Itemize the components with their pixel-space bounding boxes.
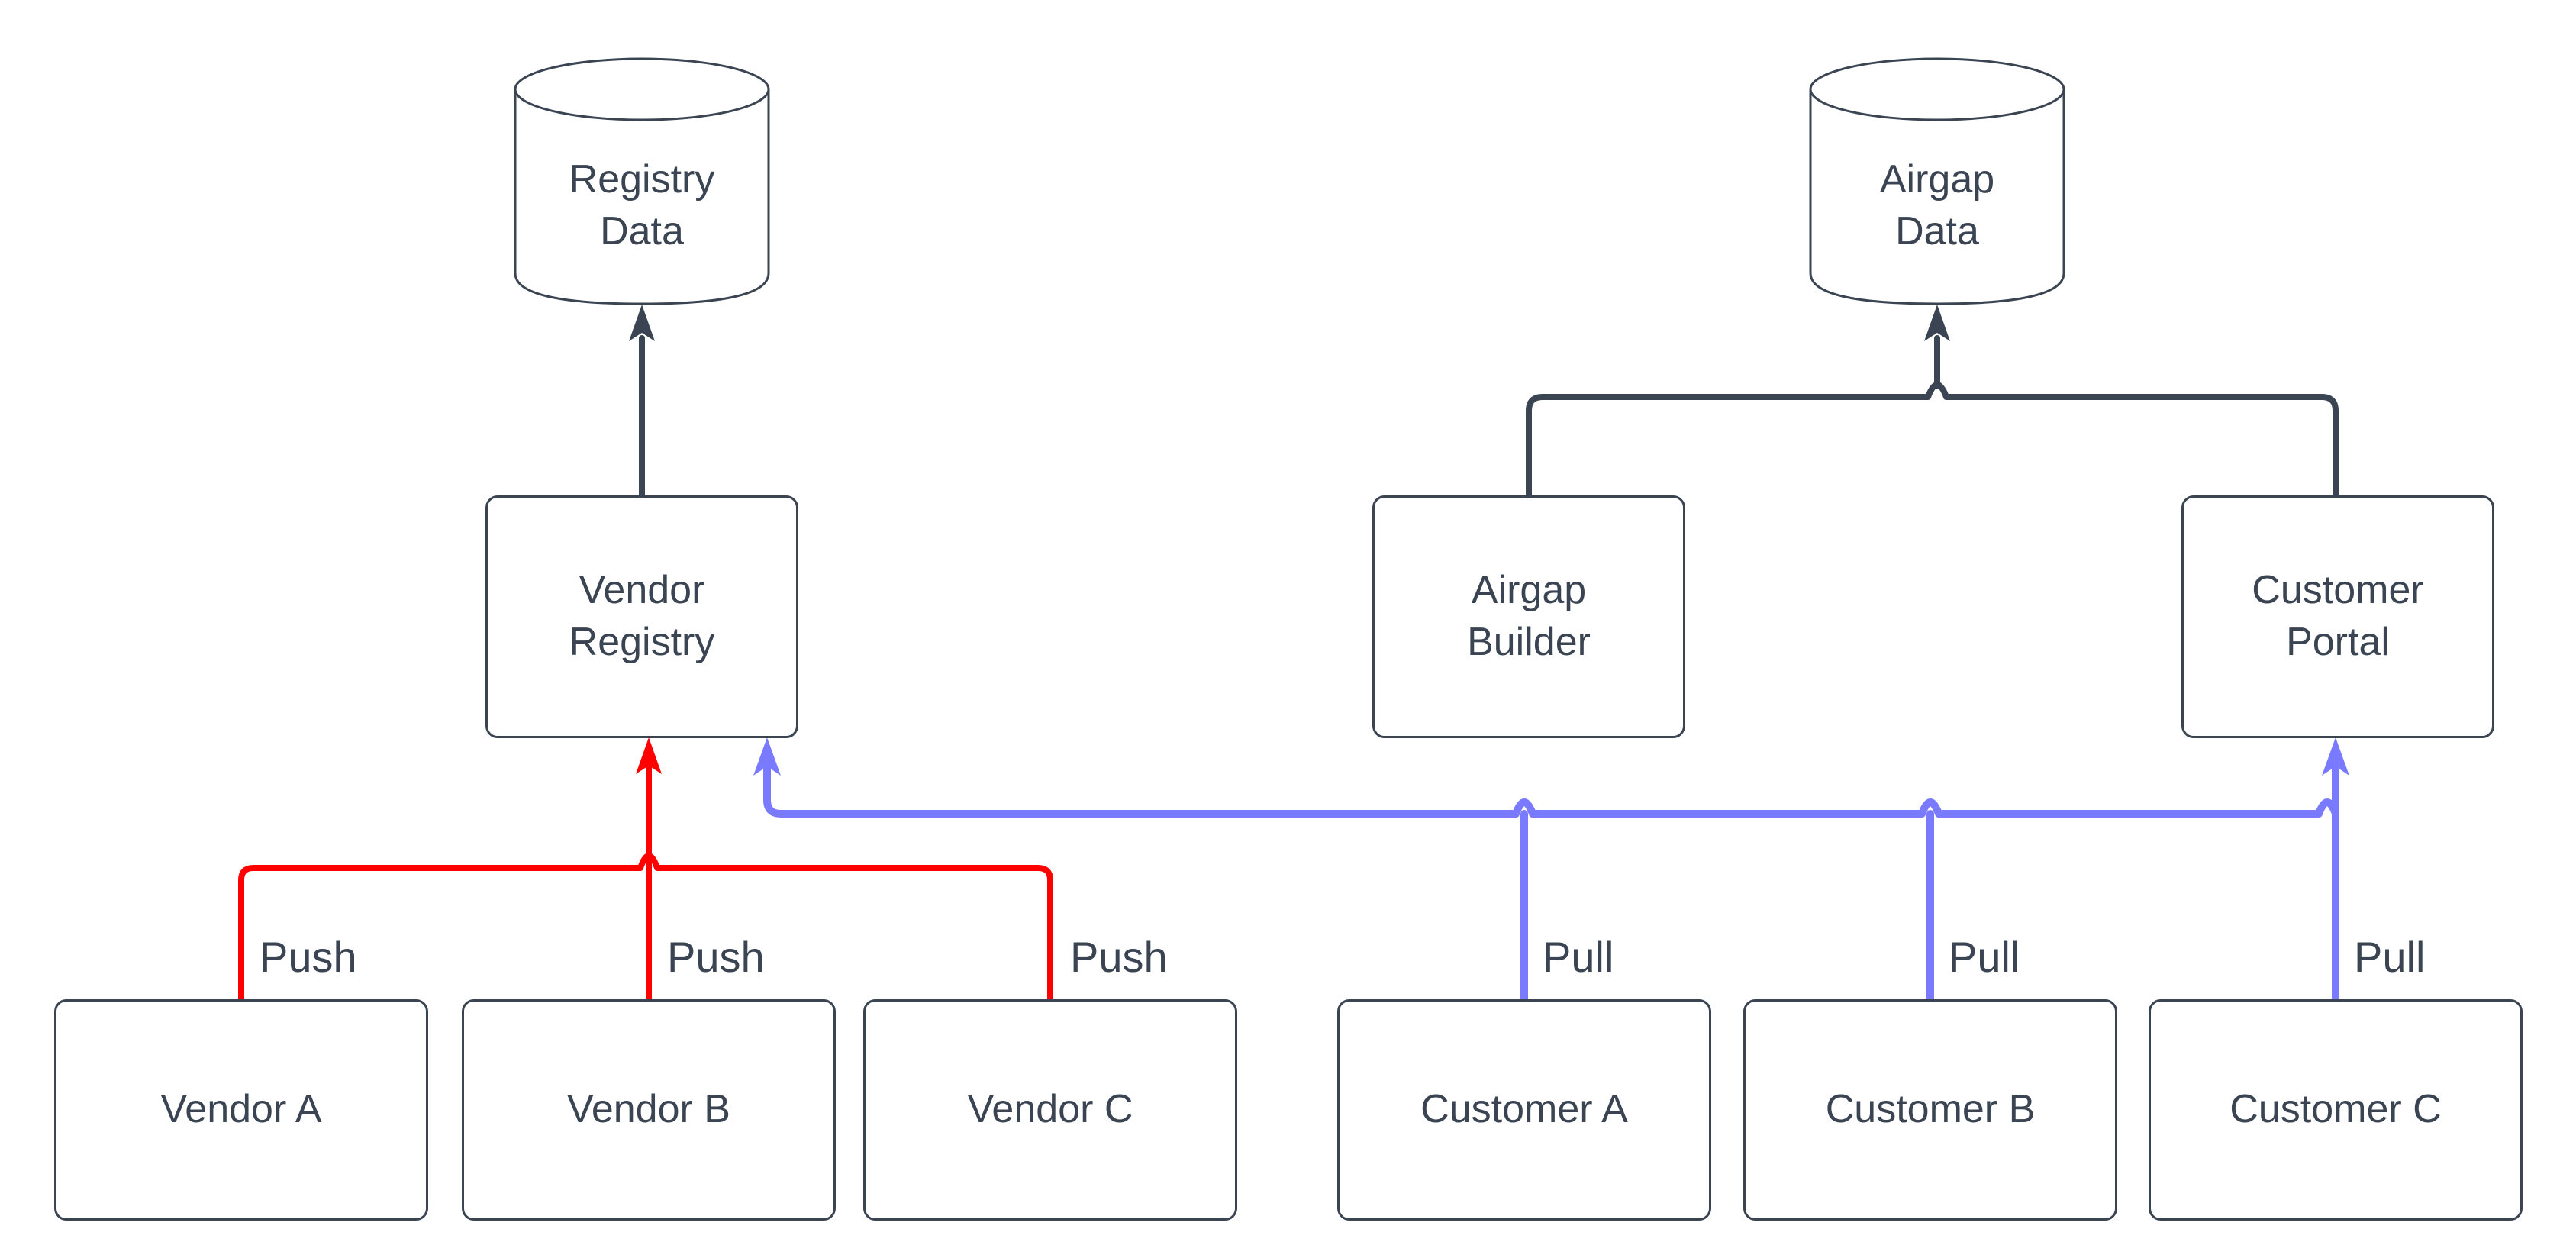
arrowhead-push-vendor-registry [636, 737, 662, 774]
edge-label-pull-a: Pull [1543, 933, 1614, 981]
node-customer-a: Customer A [1337, 999, 1711, 1221]
node-vendor-registry: Vendor Registry [485, 495, 798, 738]
vendor-a-label: Vendor A [160, 1087, 322, 1132]
node-airgap-builder: Airgap Builder [1372, 495, 1685, 738]
registry-data-label-text: Registry Data [569, 157, 715, 253]
registry-data-label: Registry Data [515, 126, 769, 286]
node-airgap-data [1809, 57, 2065, 305]
vendor-c-label: Vendor C [967, 1087, 1133, 1132]
arrowhead-pull-vendor-registry [753, 737, 781, 776]
customer-b-label: Customer B [1825, 1087, 2036, 1132]
airgap-data-label: Airgap Data [1810, 126, 2064, 286]
customer-a-label: Customer A [1420, 1087, 1628, 1132]
edge-builder-portal-branch [1526, 382, 2339, 498]
edge-label-pull-c: Pull [2354, 933, 2426, 981]
arrowhead-pull-customer-portal [2322, 737, 2349, 776]
customer-c-label: Customer C [2229, 1087, 2442, 1132]
node-vendor-a: Vendor A [54, 999, 428, 1221]
airgap-builder-label: Airgap Builder [1467, 568, 1591, 664]
vendor-registry-label: Vendor Registry [569, 568, 715, 664]
registry-data-cylinder-top [514, 57, 770, 121]
airgap-data-label-text: Airgap Data [1879, 157, 1995, 253]
edge-label-push-b: Push [667, 933, 765, 981]
customer-portal-label: Customer Portal [2252, 568, 2424, 664]
node-vendor-b: Vendor B [462, 999, 836, 1221]
arrowhead-airgap-data [1924, 305, 1950, 341]
node-customer-c: Customer C [2149, 999, 2523, 1221]
node-registry-data [514, 57, 770, 305]
edge-pull-bus [763, 764, 2339, 818]
vendor-b-label: Vendor B [567, 1087, 730, 1132]
registry-data-cylinder-body [514, 89, 770, 305]
edge-label-pull-b: Pull [1949, 933, 2020, 981]
arrowhead-registry-data [629, 305, 655, 341]
node-customer-portal: Customer Portal [2181, 495, 2494, 738]
edge-label-push-a: Push [260, 933, 357, 981]
airgap-data-cylinder-top [1809, 57, 2065, 121]
node-customer-b: Customer B [1743, 999, 2117, 1221]
node-vendor-c: Vendor C [863, 999, 1237, 1221]
edge-label-push-c: Push [1070, 933, 1168, 981]
airgap-data-cylinder-body [1809, 89, 2065, 305]
